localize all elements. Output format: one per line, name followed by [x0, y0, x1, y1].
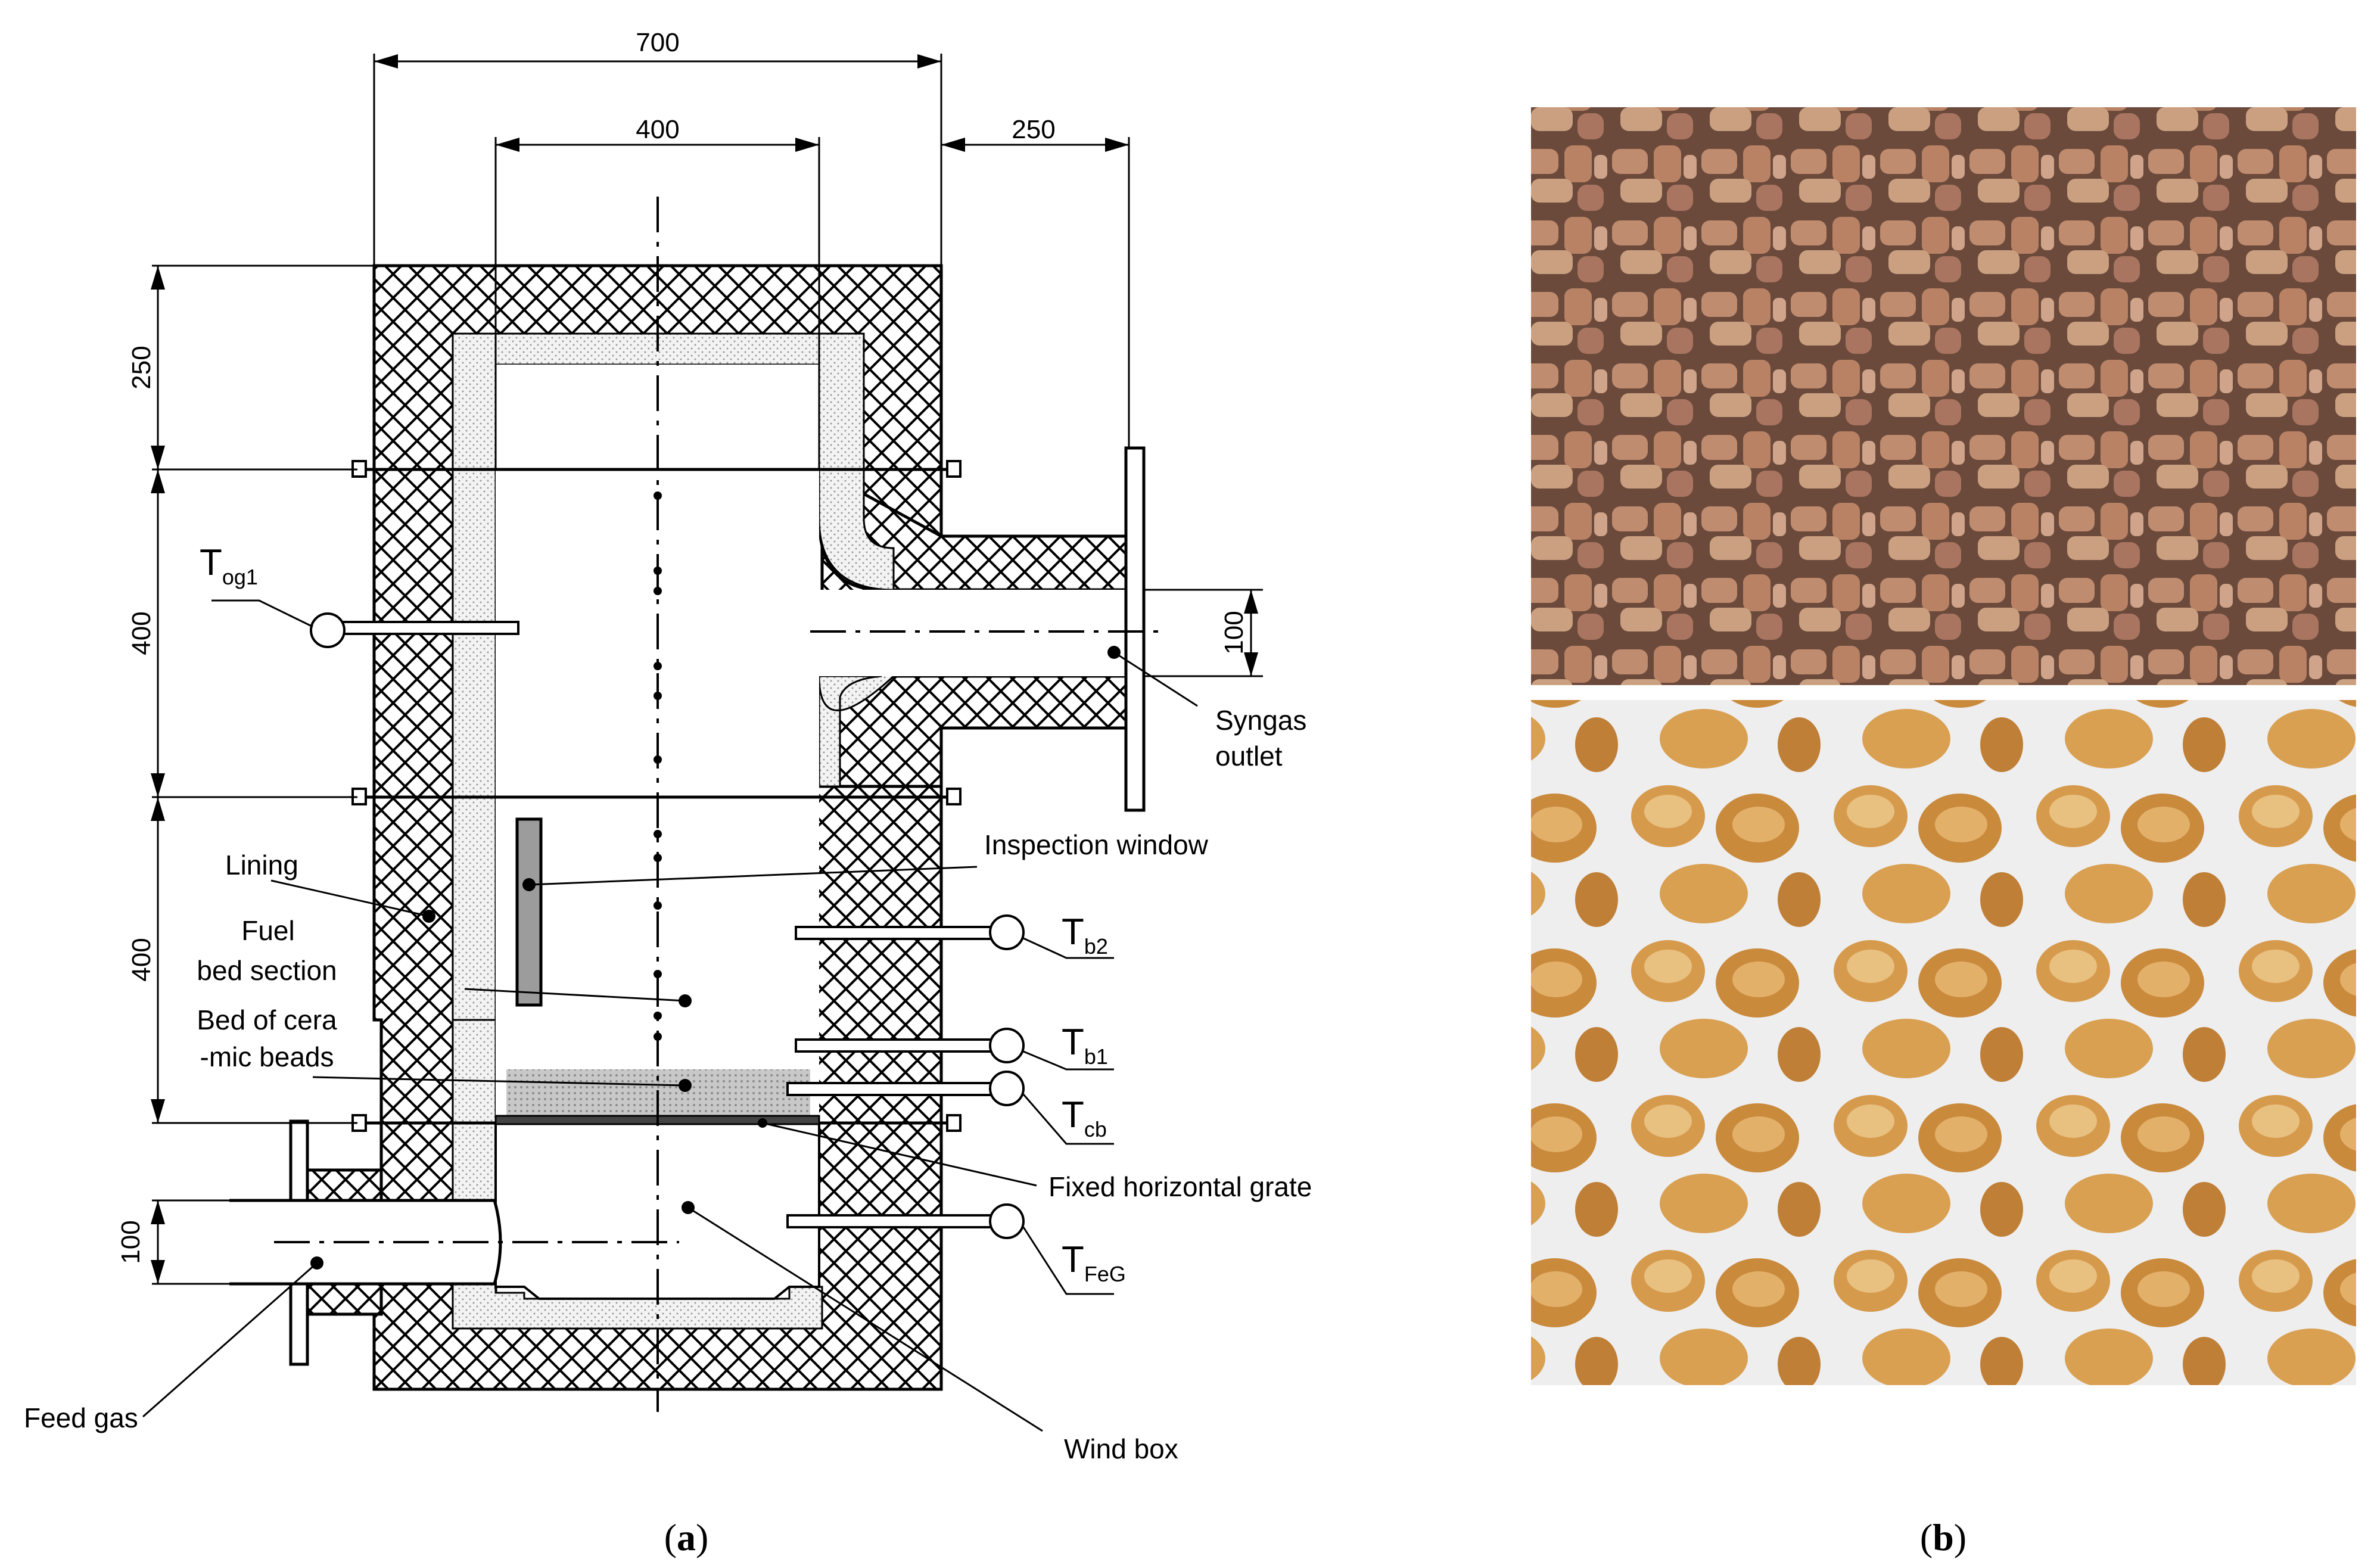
leader-lines [142, 599, 1198, 1432]
thermocouple-og1 [310, 612, 519, 648]
pellets-fresh-photo [1531, 107, 2356, 685]
sensor-label-b1: Tb1 [1062, 1022, 1108, 1069]
beads-label-line2: -mic beads [200, 1041, 334, 1072]
grate-label: Fixed horizontal grate [1048, 1171, 1312, 1202]
thermocouple-cb [786, 1071, 1025, 1106]
inspection-window [515, 817, 543, 1007]
leader-dots [310, 646, 1121, 1270]
dim-inner-width: 400 [636, 115, 679, 144]
fuel-bed-label-line1: Fuel [241, 915, 294, 946]
dim-upper-section: 400 [127, 611, 156, 655]
beads-label-line1: Bed of cera [197, 1004, 337, 1035]
dim-outlet-length: 250 [1012, 115, 1055, 144]
dim-outlet-diameter: 100 [1219, 611, 1249, 654]
caption-a: (a) [664, 1516, 709, 1558]
sensor-label-og1: Tog1 [200, 542, 258, 589]
dim-inlet-diameter: 100 [116, 1220, 145, 1264]
dim-top-height: 250 [127, 346, 156, 389]
lining-label: Lining [225, 850, 298, 881]
dim-lower-section: 400 [127, 938, 156, 981]
thermocouple-b2 [795, 914, 1025, 950]
fuel-bed-label-line2: bed section [197, 955, 337, 986]
inner-lining [452, 332, 895, 1021]
pellet-photos: (b) [1531, 107, 2356, 1558]
gasifier-drawing: 700 400 250 250 400 400 100 100 [24, 28, 1312, 1558]
wind-box-label: Wind box [1064, 1433, 1178, 1464]
feed-gas-label: Feed gas [24, 1402, 138, 1433]
thermocouple-b1 [795, 1028, 1025, 1063]
thermocouple-feg [786, 1203, 1025, 1239]
dim-overall-width: 700 [636, 28, 679, 57]
sensor-label-feg: TFeG [1062, 1239, 1126, 1286]
sampling-points [654, 491, 662, 1041]
pellets-after-gasification-photo [1531, 700, 2356, 1385]
sensor-label-b2: Tb2 [1062, 911, 1108, 959]
outlet-flange [1124, 446, 1146, 812]
syngas-outlet-label-line1: Syngas [1215, 705, 1306, 736]
caption-b: (b) [1920, 1516, 1967, 1558]
outlet-duct [819, 590, 1144, 676]
syngas-outlet-label-line2: outlet [1215, 741, 1283, 771]
sensor-label-cb: Tcb [1062, 1094, 1107, 1141]
dimension-arrows [151, 54, 1258, 1284]
inner-lining-lower [818, 675, 895, 788]
inspection-window-label: Inspection window [984, 829, 1209, 860]
